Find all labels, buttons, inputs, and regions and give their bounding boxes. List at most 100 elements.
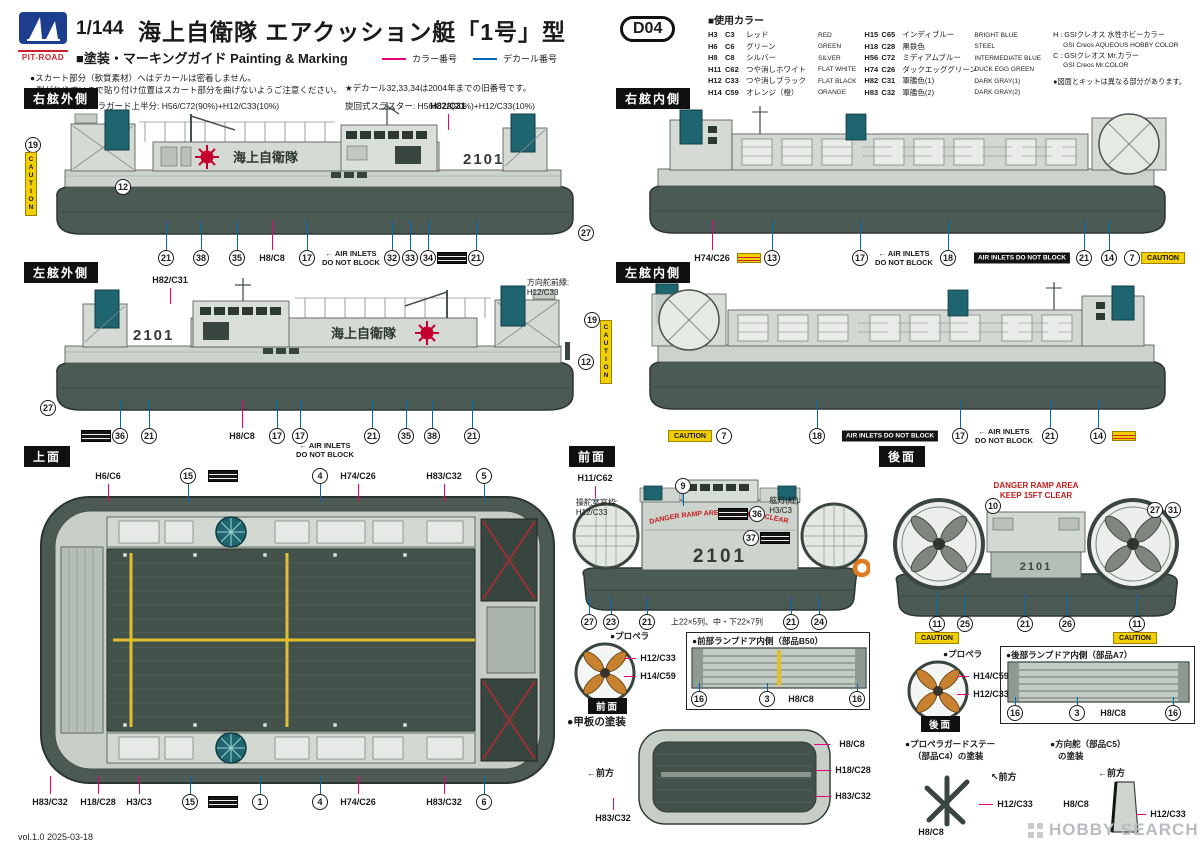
thruster-formula: 旋回式スラスター: H56/C72(90%)+H12/C33(10%) (345, 101, 535, 111)
cc-en: FLAT WHITE (818, 66, 857, 74)
leader-line (237, 220, 238, 250)
view-rear: 後面 2101 DANGER RAMP AREA KEEP 15FT CLEAR (875, 446, 1197, 646)
callout-17: 17 (852, 250, 868, 266)
cc-h: H56 (864, 53, 879, 62)
hobbysearch-watermark: HOBBY SEARCH (1028, 820, 1199, 840)
leader-line (476, 220, 477, 250)
callout-caudeco (1112, 431, 1136, 441)
callout-h11-c62: H11/C62 (577, 473, 613, 483)
leader-line (444, 484, 445, 502)
cc-en: DARK GRAY(1) (974, 77, 1021, 85)
leader-line (444, 776, 445, 794)
top-view-drawing (40, 496, 555, 784)
inset-title: ●プロペラ (943, 649, 983, 659)
cc-ja: インディブルー (902, 30, 955, 39)
pitroad-logo: PIT-ROAD (18, 12, 68, 62)
hull-number-text: 2101 (133, 327, 174, 344)
railing (295, 297, 491, 318)
callout-air-inlets-do-not-block: AIR INLETS DO NOT BLOCK (973, 252, 1071, 264)
hobbysearch-logo-icon (1028, 822, 1043, 838)
callout-h14-c59: H14/C59 (640, 671, 676, 681)
inset-title: ●後部ランプドア内側（部品A7） (1006, 650, 1133, 660)
cc-h: H11 (708, 64, 722, 74)
lift-fan-intake (500, 285, 526, 327)
leader-line (320, 484, 321, 502)
leader-line (647, 596, 648, 614)
scale-label: 1/144 (76, 18, 124, 39)
leader-line (472, 400, 473, 428)
cc-c: C8 (725, 53, 735, 62)
callout-33: 33 (402, 250, 418, 266)
callout-bbdeco (208, 470, 238, 482)
cc-ja: 軍艦色(2) (902, 87, 935, 97)
starboard-outside-drawing: 海上自衛隊 2101 (56, 102, 574, 235)
cc-ja: グリーン (746, 41, 776, 51)
callout-11: 11 (929, 616, 945, 632)
cc-h: H83 (864, 87, 879, 97)
leader-line (50, 776, 51, 794)
callout-h83-c32: H83/C32 (835, 791, 871, 801)
view-label: 左舷外側 (24, 262, 99, 283)
prop-guard-stay-drawing (924, 775, 970, 827)
cc-ja: ダックエッググリーン (902, 64, 977, 74)
inboard-panels (741, 138, 1077, 166)
inset-title: ●甲板の塗装 (567, 716, 626, 728)
leader-line (272, 220, 273, 250)
front-ramp-door-drawing (691, 647, 867, 689)
callout-21: 21 (464, 428, 480, 444)
callout-h83-c32: H83/C32 (32, 797, 68, 807)
leader-line (819, 596, 820, 614)
cc-en: ORANGE (818, 89, 847, 97)
callout-15: 15 (182, 794, 198, 810)
cc-ja: 軍艦色(1) (902, 76, 935, 85)
leader-line (699, 683, 700, 691)
rear-view-drawing: 2101 DANGER RAMP AREA KEEP 15FT CLEAR (893, 481, 1179, 617)
rudder (565, 342, 570, 360)
cc-c: C31 (881, 76, 896, 85)
leader-line (814, 744, 830, 745)
callout-bbdeco (760, 532, 790, 544)
callout-h3-c3: H3/C3 (126, 797, 152, 807)
cc-h: H82 (864, 76, 879, 85)
cc-en: STEEL (974, 43, 996, 51)
forward-arrow: ↖前方 (991, 772, 1017, 782)
deck-markings (113, 553, 475, 727)
callout-h8-c8: H8/C8 (229, 431, 255, 441)
line-legend: カラー番号 デカール番号 (382, 52, 557, 65)
version-text: vol.1.0 2025-03-18 (18, 832, 94, 842)
callout-caution: CAUTION (1141, 252, 1185, 264)
callout-4: 4 (312, 794, 328, 810)
callout-38: 38 (424, 428, 440, 444)
inset-title-line2: （部品C4）の塗装 (913, 751, 984, 761)
leader-line (406, 400, 407, 428)
view-label: 上面 (24, 446, 71, 467)
view-label: 右舷外側 (24, 88, 99, 109)
leader-line (817, 400, 818, 428)
view-label: 右舷内側 (616, 88, 691, 109)
leader-line (960, 400, 961, 428)
leader-line (277, 400, 278, 428)
leader-line (410, 220, 411, 250)
air-inlet-slots (331, 172, 367, 178)
view-front: 前面 DANGER RAMP AREA KEEP 15FT CLEAR 2101… (565, 446, 875, 630)
leader-line (965, 594, 966, 616)
leader-line (139, 776, 140, 794)
callout-4: 4 (312, 468, 328, 484)
inset-title-line1: ●方向舵（部品C5） (1050, 739, 1126, 749)
callout-3: 3 (759, 691, 775, 707)
callout-h6-c6: H6/C6 (95, 471, 121, 481)
cc-ja: オレンジ（橙） (746, 87, 799, 97)
callout-21: 21 (468, 250, 484, 266)
callout-14: 14 (1101, 250, 1117, 266)
leader-line (860, 220, 861, 250)
cc-en: RED (818, 31, 832, 39)
front-view-drawing: DANGER RAMP AREA KEEP 15FT CLEAR 2101 (572, 479, 870, 611)
